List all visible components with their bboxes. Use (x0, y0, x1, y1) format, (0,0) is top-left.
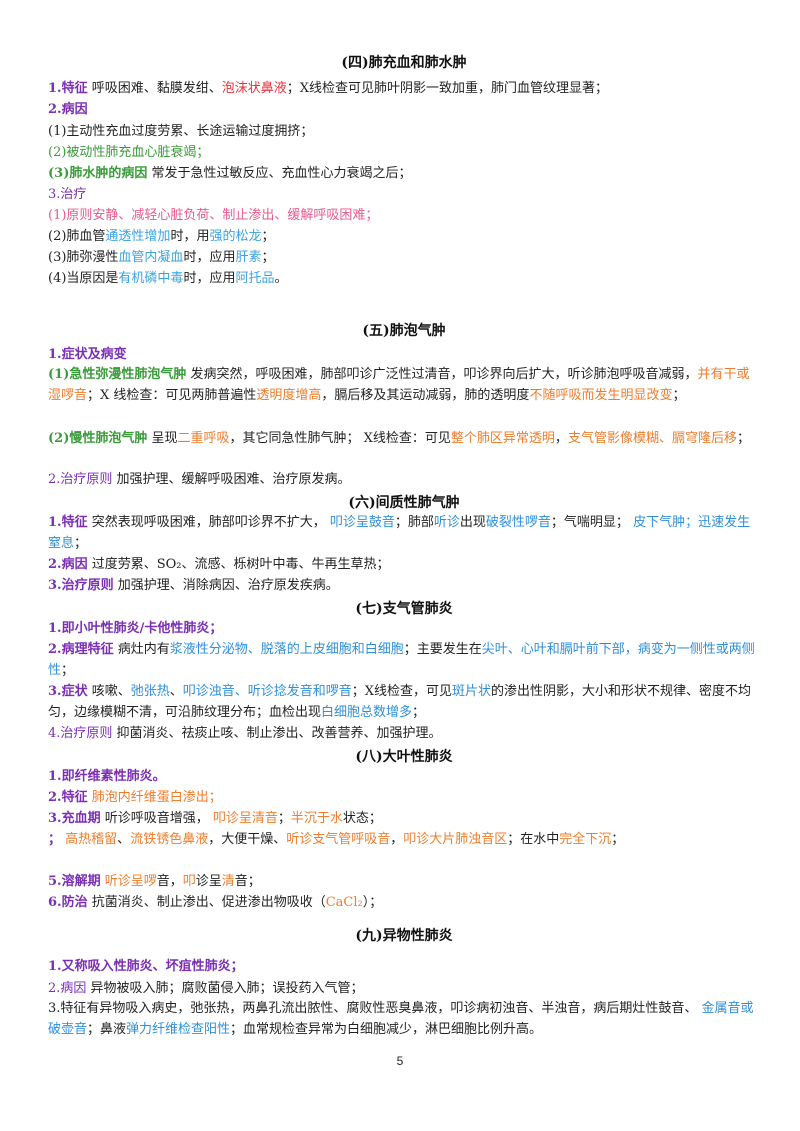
s6-line-1: 1.特征 突然表现呼吸困难，肺部叩诊界不扩大， 叩诊呈鼓音；肺部听诊出现破裂性啰… (48, 515, 751, 551)
section-title-6: (六)间质性肺气肿 (348, 495, 460, 511)
s5-line-4: 2.治疗原则 加强护理、缓解呼吸困难、治疗原发病。 (48, 472, 351, 487)
s4-line-3: (1)主动性充血过度劳累、长途运输过度拥挤； (48, 124, 314, 139)
s4-line-5: (3)肺水肿的病因 常发于急性过敏反应、充血性心力衰竭之后； (48, 166, 412, 181)
s8-line-4: ； 高热稽留、流铁锈色鼻液，大便干燥、听诊支气管呼吸音，叩诊大片肺浊音区；在水中… (48, 832, 625, 847)
s9-line-3: 3.特征有异物吸入病史，弛张热，两鼻孔流出脓性、腐败性恶臭鼻液，叩诊病初浊音、半… (48, 1001, 754, 1037)
label: 1.特征 (48, 81, 88, 96)
s9-line-1: 1.又称吸入性肺炎、坏疽性肺炎； (48, 959, 244, 974)
s4-line-7: (1)原则安静、减轻心脏负荷、制止渗出、缓解呼吸困难； (48, 208, 379, 223)
s7-line-1: 1.即小叶性肺炎/卡他性肺炎； (48, 621, 223, 636)
page-number: 5 (396, 1054, 404, 1068)
s4-line-6: 3.治疗 (48, 187, 87, 202)
s4-line-9: (3)肺弥漫性血管内凝血时，应用肝素； (48, 250, 275, 265)
s8-line-1: 1.即纤维素性肺炎。 (48, 769, 166, 784)
s4-line-10: (4)当原因是有机磷中毒时，应用阿托品。 (48, 271, 288, 286)
s5-line-3: (2)慢性肺泡气肿 呈现二重呼吸，其它同急性肺气肿； X线检查：可见整个肺区异常… (48, 431, 750, 446)
s5-line-1: 1.症状及病变 (48, 347, 127, 362)
s4-line-4: (2)被动性肺充血心脏衰竭； (48, 145, 210, 160)
section-title-8: (八)大叶性肺炎 (355, 749, 453, 765)
s7-line-3: 3.症状 咳嗽、弛张热、叩诊浊音、听诊捻发音和啰音；X线检查，可见斑片状的渗出性… (48, 684, 752, 720)
section-title-9: (九)异物性肺炎 (355, 928, 453, 944)
s6-line-3: 3.治疗原则 加强护理、消除病因、治疗原发疾病。 (48, 578, 339, 593)
s9-line-2: 2.病因 异物被吸入肺；腐败菌侵入肺；误投药入气管； (48, 981, 364, 996)
s4-line-1: 1.特征 呼吸困难、黏膜发绀、泡沫状鼻液；X线检查可见肺叶阴影一致加重，肺门血管… (48, 81, 608, 96)
s6-line-2: 2.病因 过度劳累、SO₂、流感、栎树叶中毒、牛再生草热； (48, 557, 390, 572)
s4-line-8: (2)肺血管通透性增加时，用强的松龙； (48, 229, 275, 244)
s7-line-4: 4.治疗原则 抑菌消炎、祛痰止咳、制止渗出、改善营养、加强护理。 (48, 726, 442, 741)
s7-line-2: 2.病理特征 病灶内有浆液性分泌物、脱落的上皮细胞和白细胞；主要发生在尖叶、心叶… (48, 642, 755, 678)
section-title-7: (七)支气管肺炎 (355, 601, 453, 617)
s8-line-5: 5.溶解期 听诊呈啰音，叩诊呈清音； (48, 874, 261, 889)
s4-line-2: 2.病因 (48, 102, 88, 117)
s5-line-2: (1)急性弥漫性肺泡气肿 发病突然，呼吸困难，肺部叩诊广泛性过清音，叩诊界向后扩… (48, 367, 750, 403)
s8-line-6: 6.防治 抗菌消炎、制止渗出、促进渗出物吸收（CaCl₂）； (48, 895, 383, 910)
section-title-5: (五)肺泡气肿 (362, 323, 446, 339)
s8-line-3: 3.充血期 听诊呼吸音增强， 叩诊呈清音；半沉于水状态； (48, 811, 382, 826)
section-title-4: (四)肺充血和肺水肿 (341, 55, 467, 71)
s8-line-2: 2.特征 肺泡内纤维蛋白渗出； (48, 790, 222, 805)
